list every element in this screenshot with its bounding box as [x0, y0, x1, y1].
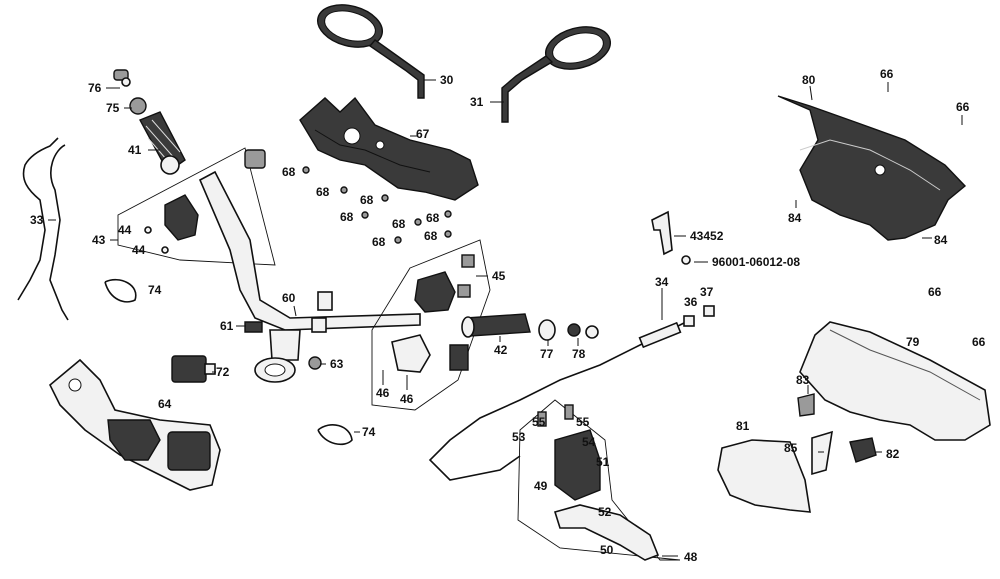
handlebar-tube [198, 170, 421, 383]
callout-60: 60 [282, 291, 296, 305]
callout-37: 37 [700, 285, 714, 299]
callout-61: 61 [220, 319, 234, 333]
bolt-61 [244, 321, 263, 333]
callout-68-g: 68 [424, 229, 438, 243]
callout-77: 77 [540, 347, 554, 361]
handlebar-front-cover [299, 96, 479, 201]
callout-51: 51 [596, 455, 610, 469]
callout-50: 50 [600, 543, 614, 557]
callout-85: 85 [784, 441, 798, 455]
callout-68-d: 68 [340, 210, 354, 224]
callout-44-a: 44 [118, 223, 132, 237]
leader-lines [48, 79, 963, 557]
throttle-grip [113, 69, 186, 175]
mirror-right [501, 26, 611, 123]
callout-68-c: 68 [360, 193, 374, 207]
callout-63: 63 [330, 357, 344, 371]
callout-81: 81 [736, 419, 750, 433]
callout-79: 79 [906, 335, 920, 349]
callout-43452: 43452 [690, 229, 724, 243]
callout-66-b: 66 [956, 100, 970, 114]
right-switch-group [371, 239, 491, 411]
callout-45: 45 [492, 269, 506, 283]
callout-41: 41 [128, 143, 142, 157]
callout-78: 78 [572, 347, 586, 361]
screws-68 [302, 166, 452, 244]
callout-52: 52 [598, 505, 612, 519]
callout-labels: 30 31 76 75 41 67 80 66 66 68 68 68 68 6… [30, 67, 986, 564]
callout-68-h: 68 [372, 235, 386, 249]
throttle-cable [17, 137, 69, 321]
callout-96001-06012-08: 96001-06012-08 [712, 255, 800, 269]
brake-lever-group [517, 399, 681, 561]
callout-33: 33 [30, 213, 44, 227]
callout-74-a: 74 [148, 283, 162, 297]
callout-84-a: 84 [788, 211, 802, 225]
mirror-left [317, 4, 425, 99]
part-82 [849, 437, 877, 463]
lens-81 [717, 439, 811, 513]
cable-band-upper [104, 278, 137, 303]
callout-34: 34 [655, 275, 669, 289]
callout-55-a: 55 [532, 415, 546, 429]
nut-63 [308, 356, 322, 370]
callout-49: 49 [534, 479, 548, 493]
callout-31: 31 [470, 95, 484, 109]
handlebar-rear-cover-79 [799, 321, 991, 441]
part-85 [811, 430, 833, 476]
callout-68-f: 68 [426, 211, 440, 225]
part-83 [797, 393, 815, 417]
callout-44-b: 44 [132, 243, 146, 257]
callout-48: 48 [684, 550, 698, 564]
callout-36: 36 [684, 295, 698, 309]
callout-68-e: 68 [392, 217, 406, 231]
callout-84-b: 84 [934, 233, 948, 247]
callout-72: 72 [216, 365, 230, 379]
callout-46-a: 46 [376, 386, 390, 400]
callout-68-b: 68 [316, 185, 330, 199]
callout-75: 75 [106, 101, 120, 115]
callout-82: 82 [886, 447, 900, 461]
callout-55-b: 55 [576, 415, 590, 429]
callout-66-c: 66 [928, 285, 942, 299]
speedometer-cable [428, 305, 715, 481]
bracket-43452 [651, 210, 691, 265]
right-grip [461, 313, 599, 341]
callout-54: 54 [582, 435, 596, 449]
callout-42: 42 [494, 343, 508, 357]
callout-74-b: 74 [362, 425, 376, 439]
callout-64: 64 [158, 397, 172, 411]
cable-band-lower [317, 424, 353, 446]
callout-68-a: 68 [282, 165, 296, 179]
callout-66-d: 66 [972, 335, 986, 349]
handlebar-rear-cover-80 [777, 95, 967, 241]
callout-67: 67 [416, 127, 430, 141]
callout-46-b: 46 [400, 392, 414, 406]
switch-72 [171, 355, 216, 383]
callout-66-a: 66 [880, 67, 894, 81]
callout-53: 53 [512, 430, 526, 444]
callout-30: 30 [440, 73, 454, 87]
callout-83: 83 [796, 373, 810, 387]
left-switch-housing [49, 358, 221, 491]
callout-76: 76 [88, 81, 102, 95]
callout-43: 43 [92, 233, 106, 247]
callout-80: 80 [802, 73, 816, 87]
